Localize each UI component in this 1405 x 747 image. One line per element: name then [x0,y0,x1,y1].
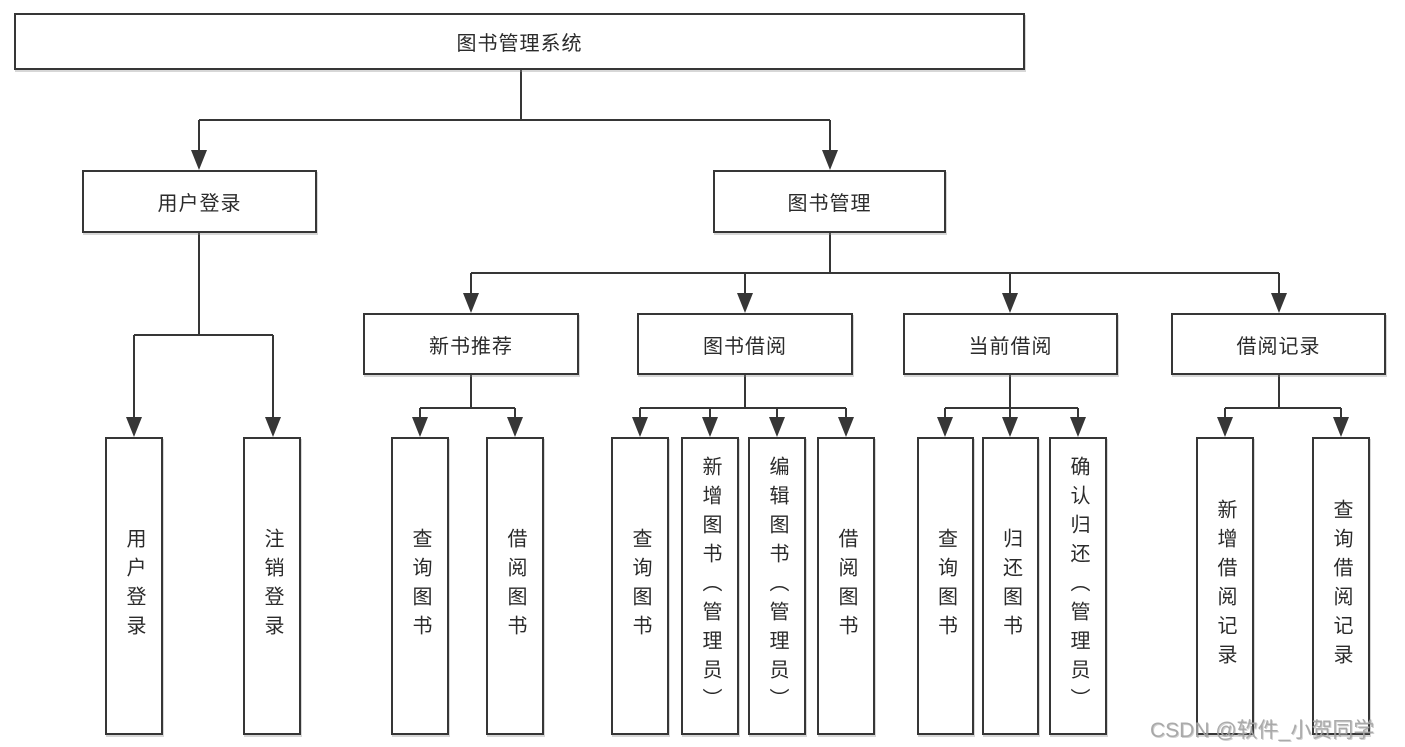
leaf-label: 注销登录 [261,528,283,644]
leaf-logout: 注销登录 [243,437,301,735]
leaf-label: 查询图书 [409,528,431,644]
leaf-return-books: 归还图书 [982,437,1039,735]
leaf-query-books-current: 查询图书 [917,437,974,735]
node-current-borrow: 当前借阅 [903,313,1118,375]
node-label: 图书借阅 [703,335,787,358]
leaf-label: 编辑图书（管理员） [766,455,788,717]
leaf-label: 查询借阅记录 [1330,499,1352,673]
watermark: CSDN @软件_小贺同学 [1150,719,1375,742]
node-label: 当前借阅 [968,335,1053,358]
leaf-user-login: 用户登录 [105,437,163,735]
leaf-add-books-admin: 新增图书（管理员） [681,437,739,735]
leaf-edit-books-admin: 编辑图书（管理员） [748,437,806,735]
leaf-confirm-return-admin: 确认归还（管理员） [1049,437,1107,735]
node-new-book-recommend: 新书推荐 [363,313,579,375]
leaf-query-borrow-record: 查询借阅记录 [1312,437,1370,735]
node-user-login: 用户登录 [82,170,317,233]
node-label: 借阅记录 [1236,335,1321,358]
leaf-add-borrow-record: 新增借阅记录 [1196,437,1254,735]
leaf-label: 借阅图书 [835,528,857,644]
leaf-label: 用户登录 [123,528,145,644]
leaf-query-books-borrow: 查询图书 [611,437,669,735]
leaf-label: 新增图书（管理员） [699,455,721,717]
leaf-label: 借阅图书 [504,528,526,644]
node-root-system: 图书管理系统 [14,13,1025,70]
arrowheads [126,150,1349,437]
node-label: 新书推荐 [429,335,513,358]
node-label: 图书管理 [787,193,872,215]
node-book-management: 图书管理 [713,170,946,233]
leaf-borrow-books: 借阅图书 [817,437,875,735]
node-borrow-records: 借阅记录 [1171,313,1386,375]
leaf-label: 查询图书 [934,528,957,644]
leaf-borrow-books-recommend: 借阅图书 [486,437,544,735]
node-label: 图书管理系统 [456,33,583,55]
leaf-label: 归还图书 [999,528,1022,644]
leaf-label: 查询图书 [629,528,651,644]
node-label: 用户登录 [157,193,242,215]
node-book-borrow: 图书借阅 [637,313,853,375]
leaf-label: 新增借阅记录 [1214,499,1236,673]
leaf-label: 确认归还（管理员） [1067,455,1089,717]
leaf-query-books-recommend: 查询图书 [391,437,449,735]
